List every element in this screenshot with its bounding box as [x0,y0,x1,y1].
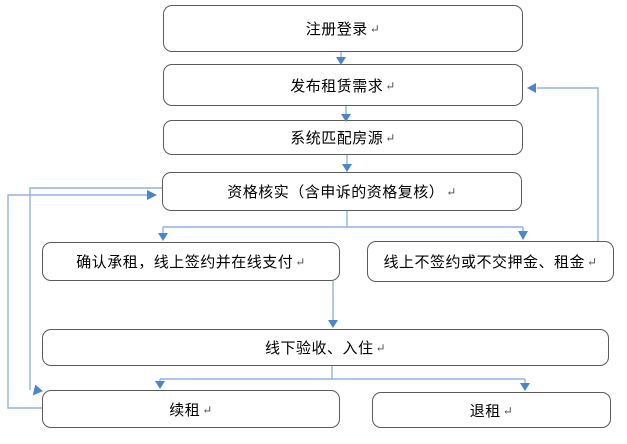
return-mark-icon: ↵ [202,402,213,417]
node-label: 资格核实（含申诉的资格复核） [227,185,445,201]
node-label: 续租 [169,402,201,419]
arrowhead-feedback-to-renew [32,384,43,396]
edge-verify-fork [162,211,524,234]
flow-node-match: 系统匹配房源↵ [163,120,523,155]
return-mark-icon: ↵ [369,22,381,36]
return-mark-icon: ↵ [295,255,306,269]
edge-renew-verify [7,194,148,409]
arrowhead-to-terminate [520,383,530,391]
arrowhead-to-verify [342,164,352,172]
return-mark-icon: ↵ [446,185,457,199]
flow-node-renew: 续租↵ [42,390,340,428]
node-label: 发布租赁需求 [290,78,384,95]
arrowhead-to-nosign [518,231,528,240]
node-label: 系统匹配房源 [290,131,384,147]
node-label: 线下验收、入住 [264,341,374,357]
return-mark-icon: ↵ [385,78,396,93]
return-mark-icon: ↵ [586,255,598,269]
return-mark-icon: ↵ [385,131,396,145]
arrowhead-to-confirm [158,233,168,241]
flow-node-nosign: 线上不签约或不交押金、租金↵ [367,241,614,282]
flow-node-register: 注册登录↵ [163,5,523,52]
node-label: 注册登录 [305,22,368,38]
node-label: 退租 [469,403,501,420]
flow-node-confirm: 确认承租，线上签约并在线支付↵ [42,242,340,281]
flow-node-publish: 发布租赁需求↵ [163,64,523,106]
node-label: 确认承租，线上签约并在线支付 [76,255,294,271]
return-mark-icon: ↵ [502,403,514,418]
arrowhead-feedback-to-publish [527,83,536,93]
flow-node-terminate: 退租↵ [372,392,611,428]
arrowhead-to-checkin [328,320,338,328]
flow-node-verify: 资格核实（含申诉的资格复核）↵ [162,172,522,211]
flow-node-checkin: 线下验收、入住↵ [42,329,609,366]
return-mark-icon: ↵ [375,341,387,355]
edge-nosign-publish [537,87,599,241]
arrowhead-feedback-to-verify [147,190,157,200]
arrowhead-to-renew [155,381,165,389]
edge-checkin-fork [159,366,526,384]
node-label: 线上不签约或不交押金、租金 [383,255,585,271]
